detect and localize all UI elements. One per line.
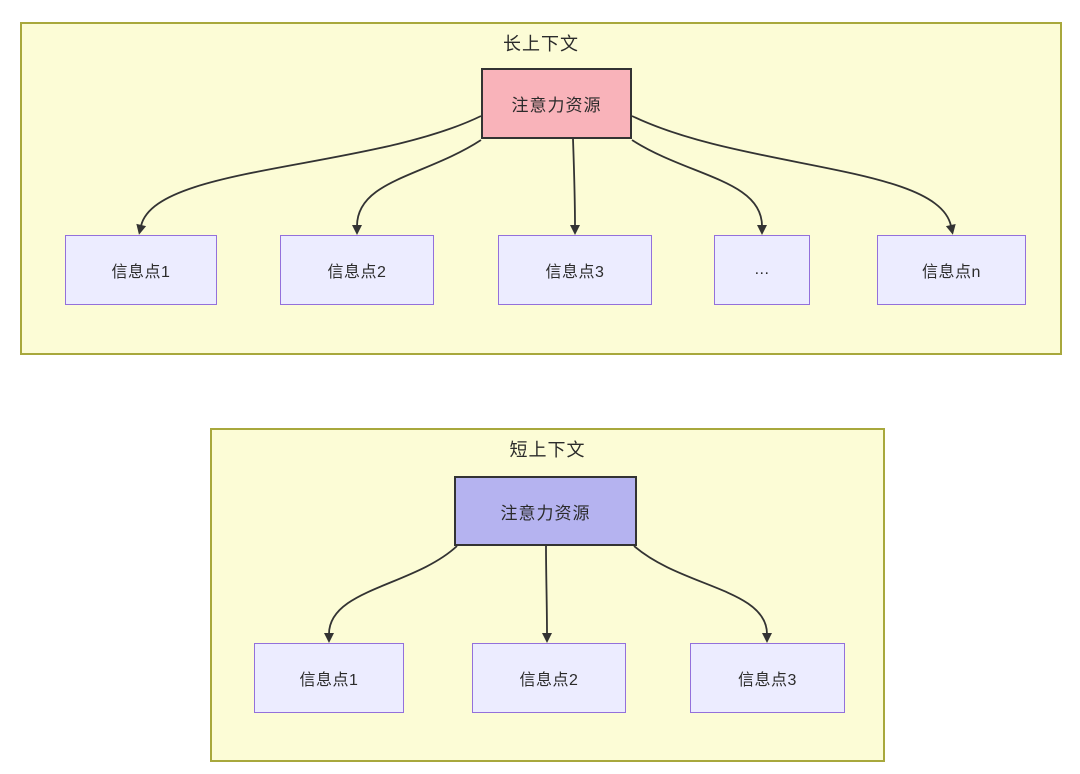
node-short-info-2: 信息点2: [472, 643, 626, 713]
node-short-info-3: 信息点3: [690, 643, 845, 713]
node-long-info-3: 信息点3: [498, 235, 652, 305]
node-long-info-2: 信息点2: [280, 235, 434, 305]
node-short-attention-resource: 注意力资源: [454, 476, 637, 546]
node-long-info-n: 信息点n: [877, 235, 1026, 305]
node-long-info-1: 信息点1: [65, 235, 217, 305]
panel-long-title: 长上下文: [503, 34, 579, 54]
panel-short-title: 短上下文: [509, 440, 586, 460]
node-short-info-1: 信息点1: [254, 643, 404, 713]
node-long-attention-resource: 注意力资源: [481, 68, 632, 139]
node-long-info-ellipsis: ...: [714, 235, 810, 305]
